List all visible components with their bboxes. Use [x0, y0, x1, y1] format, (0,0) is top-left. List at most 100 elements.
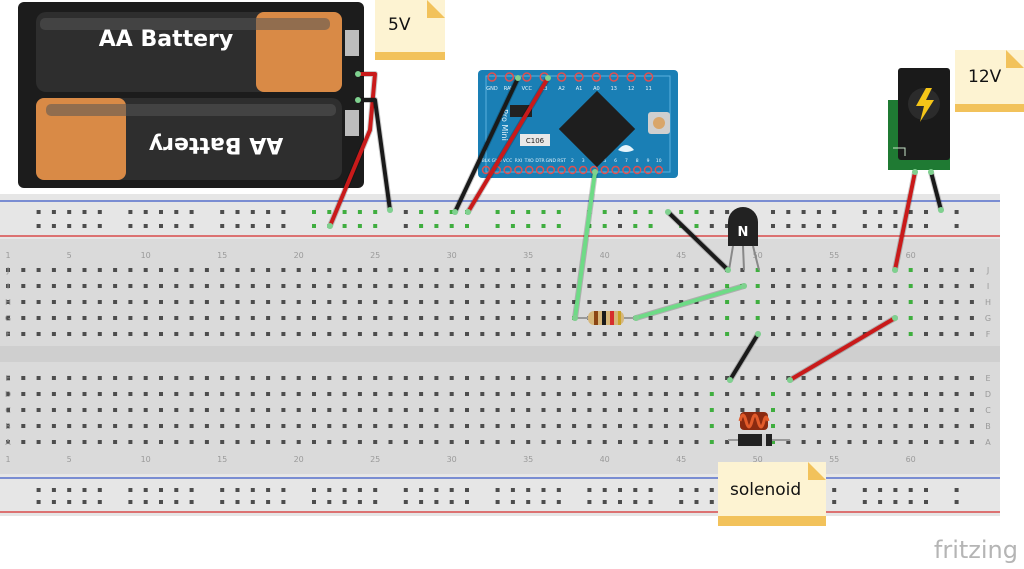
- breadboard-hole: [296, 408, 301, 412]
- arduino-pin-label: VCC: [522, 86, 533, 92]
- breadboard-hole: [572, 268, 577, 272]
- breadboard-hole: [189, 424, 194, 428]
- rail-hole: [908, 488, 913, 492]
- row-letter: D: [5, 390, 11, 399]
- breadboard-hole: [220, 300, 225, 304]
- breadboard-hole: [220, 424, 225, 428]
- breadboard-hole: [663, 376, 668, 380]
- breadboard-hole: [6, 408, 10, 412]
- breadboard-hole: [618, 332, 622, 336]
- breadboard-hole: [113, 332, 118, 336]
- breadboard-hole: [312, 284, 316, 288]
- breadboard-hole: [862, 284, 867, 288]
- rail-hole: [266, 224, 271, 228]
- breadboard-hole: [174, 424, 179, 428]
- breadboard-hole: [128, 424, 133, 428]
- breadboard-hole: [465, 440, 469, 444]
- rail-hole: [587, 488, 592, 492]
- breadboard-hole: [541, 408, 546, 412]
- breadboard-hole: [771, 268, 775, 272]
- breadboard-hole: [6, 376, 10, 380]
- breadboard-hole: [36, 408, 41, 412]
- rail-hole: [159, 488, 163, 492]
- breadboard-hole: [449, 440, 454, 444]
- rail-hole: [541, 224, 546, 228]
- rail-hole: [526, 500, 531, 504]
- breadboard-hole: [893, 392, 898, 396]
- breadboard-hole: [679, 316, 684, 320]
- breadboard-hole: [373, 300, 378, 304]
- rail-hole: [250, 210, 255, 214]
- rail-hole: [893, 488, 898, 492]
- breadboard-hole: [954, 376, 959, 380]
- breadboard-hole: [862, 376, 867, 380]
- breadboard-hole: [6, 284, 10, 288]
- breadboard-hole: [786, 392, 791, 396]
- breadboard-hole: [786, 284, 791, 288]
- breadboard-hole: [648, 332, 653, 336]
- rail-hole: [924, 500, 928, 504]
- rail-hole: [51, 224, 56, 228]
- rail-hole: [189, 500, 194, 504]
- breadboard-hole: [924, 440, 928, 444]
- arduino-pin: [504, 72, 515, 82]
- breadboard-hole: [908, 300, 913, 304]
- breadboard-hole: [679, 300, 684, 304]
- breadboard-hole: [220, 440, 225, 444]
- breadboard-hole: [847, 424, 852, 428]
- rail-hole: [602, 210, 607, 214]
- arduino-pin: [556, 72, 567, 82]
- breadboard-hole: [51, 300, 56, 304]
- breadboard-hole: [327, 408, 332, 412]
- breadboard-hole: [342, 440, 347, 444]
- battery-negative-wire-end: [355, 97, 361, 103]
- rail-hole: [556, 488, 561, 492]
- breadboard-hole: [465, 284, 469, 288]
- breadboard-hole: [908, 392, 913, 396]
- breadboard-hole: [526, 424, 531, 428]
- breadboard-hole: [709, 376, 714, 380]
- breadboard-hole: [67, 284, 72, 288]
- breadboard-hole: [36, 424, 41, 428]
- breadboard-hole: [801, 332, 806, 336]
- transistor-body: [728, 207, 758, 246]
- breadboard-hole: [51, 424, 56, 428]
- breadboard-hole: [128, 268, 133, 272]
- breadboard-hole: [21, 392, 26, 396]
- breadboard-hole: [878, 424, 883, 428]
- breadboard-hole: [97, 392, 102, 396]
- breadboard-hole: [541, 376, 546, 380]
- rail-hole: [725, 224, 730, 228]
- breadboard-hole: [786, 316, 791, 320]
- breadboard-hole: [709, 332, 714, 336]
- breadboard-hole: [480, 316, 485, 320]
- breadboard-hole: [36, 392, 41, 396]
- arduino-pin: [514, 165, 523, 175]
- rail-hole: [357, 224, 362, 228]
- breadboard-hole: [82, 440, 87, 444]
- center-channel: [0, 346, 1000, 362]
- breadboard-hole: [526, 440, 531, 444]
- collector-to-solenoid-wire-end: [727, 377, 733, 383]
- column-number-top: 35: [523, 251, 533, 260]
- breadboard-hole: [541, 440, 546, 444]
- breadboard-hole: [954, 316, 959, 320]
- column-number-top: 40: [600, 251, 610, 260]
- breadboard-hole: [648, 316, 653, 320]
- breadboard-hole: [357, 392, 362, 396]
- breadboard-hole: [327, 376, 332, 380]
- collector-to-solenoid-wire: [728, 332, 760, 382]
- breadboard-hole: [556, 376, 561, 380]
- breadboard-hole: [266, 268, 271, 272]
- breadboard-hole: [21, 316, 26, 320]
- breadboard-hole: [832, 284, 837, 288]
- rail-hole: [694, 488, 699, 492]
- breadboard-hole: [801, 408, 806, 412]
- breadboard-hole: [342, 424, 347, 428]
- rail-hole: [434, 210, 439, 214]
- rail-hole: [143, 224, 148, 228]
- breadboard-hole: [709, 268, 714, 272]
- arduino-pin-label: 13: [611, 86, 617, 92]
- breadboard-hole: [97, 440, 102, 444]
